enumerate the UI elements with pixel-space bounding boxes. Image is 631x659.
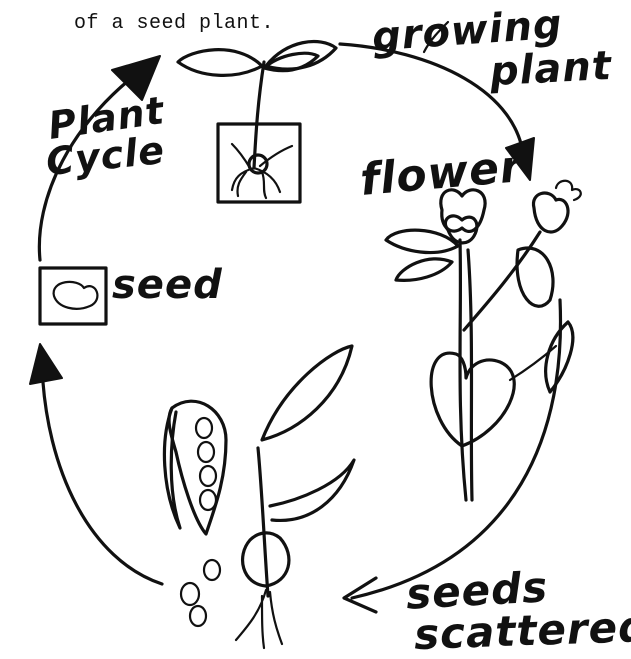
flower-pod-stem: [510, 346, 556, 380]
seed-shape: [54, 282, 98, 309]
seedling-roots: [236, 590, 282, 648]
scattered-seed-3: [190, 606, 206, 626]
pod-seed-2: [198, 442, 214, 462]
seed-box: [40, 268, 106, 324]
flower-bud-top: [556, 181, 581, 200]
cycle-arc-left-lower: [42, 366, 162, 584]
cycle-arc-top-right: [340, 44, 524, 162]
stray-mark-top: [424, 22, 448, 52]
pod-seed-3: [200, 466, 216, 486]
scattered-seed-1: [204, 560, 220, 580]
arrowhead-top-left: [112, 56, 160, 100]
flower-leaf-lower-left: [396, 259, 452, 281]
flower-leaf-left: [386, 230, 458, 252]
seedling-stem: [258, 448, 268, 596]
growing-leaf-right: [266, 42, 336, 70]
growing-stem: [254, 62, 264, 168]
cycle-arc-left-upper: [39, 64, 150, 260]
seedling-leaf-upper: [262, 346, 352, 440]
arrowhead-to-seed: [30, 344, 62, 384]
pod-seed-4: [200, 490, 216, 510]
seed-pod-flap: [164, 408, 180, 528]
scattered-seed-2: [181, 583, 199, 605]
cycle-arc-right-lower: [352, 300, 561, 598]
arrowhead-to-flower: [506, 138, 534, 180]
flower-blossom-right: [533, 193, 568, 232]
growing-leaf-left: [178, 50, 262, 76]
soil-box: [218, 124, 300, 202]
pod-seed-1: [196, 418, 212, 438]
seedling-leaf-lower: [270, 460, 354, 520]
